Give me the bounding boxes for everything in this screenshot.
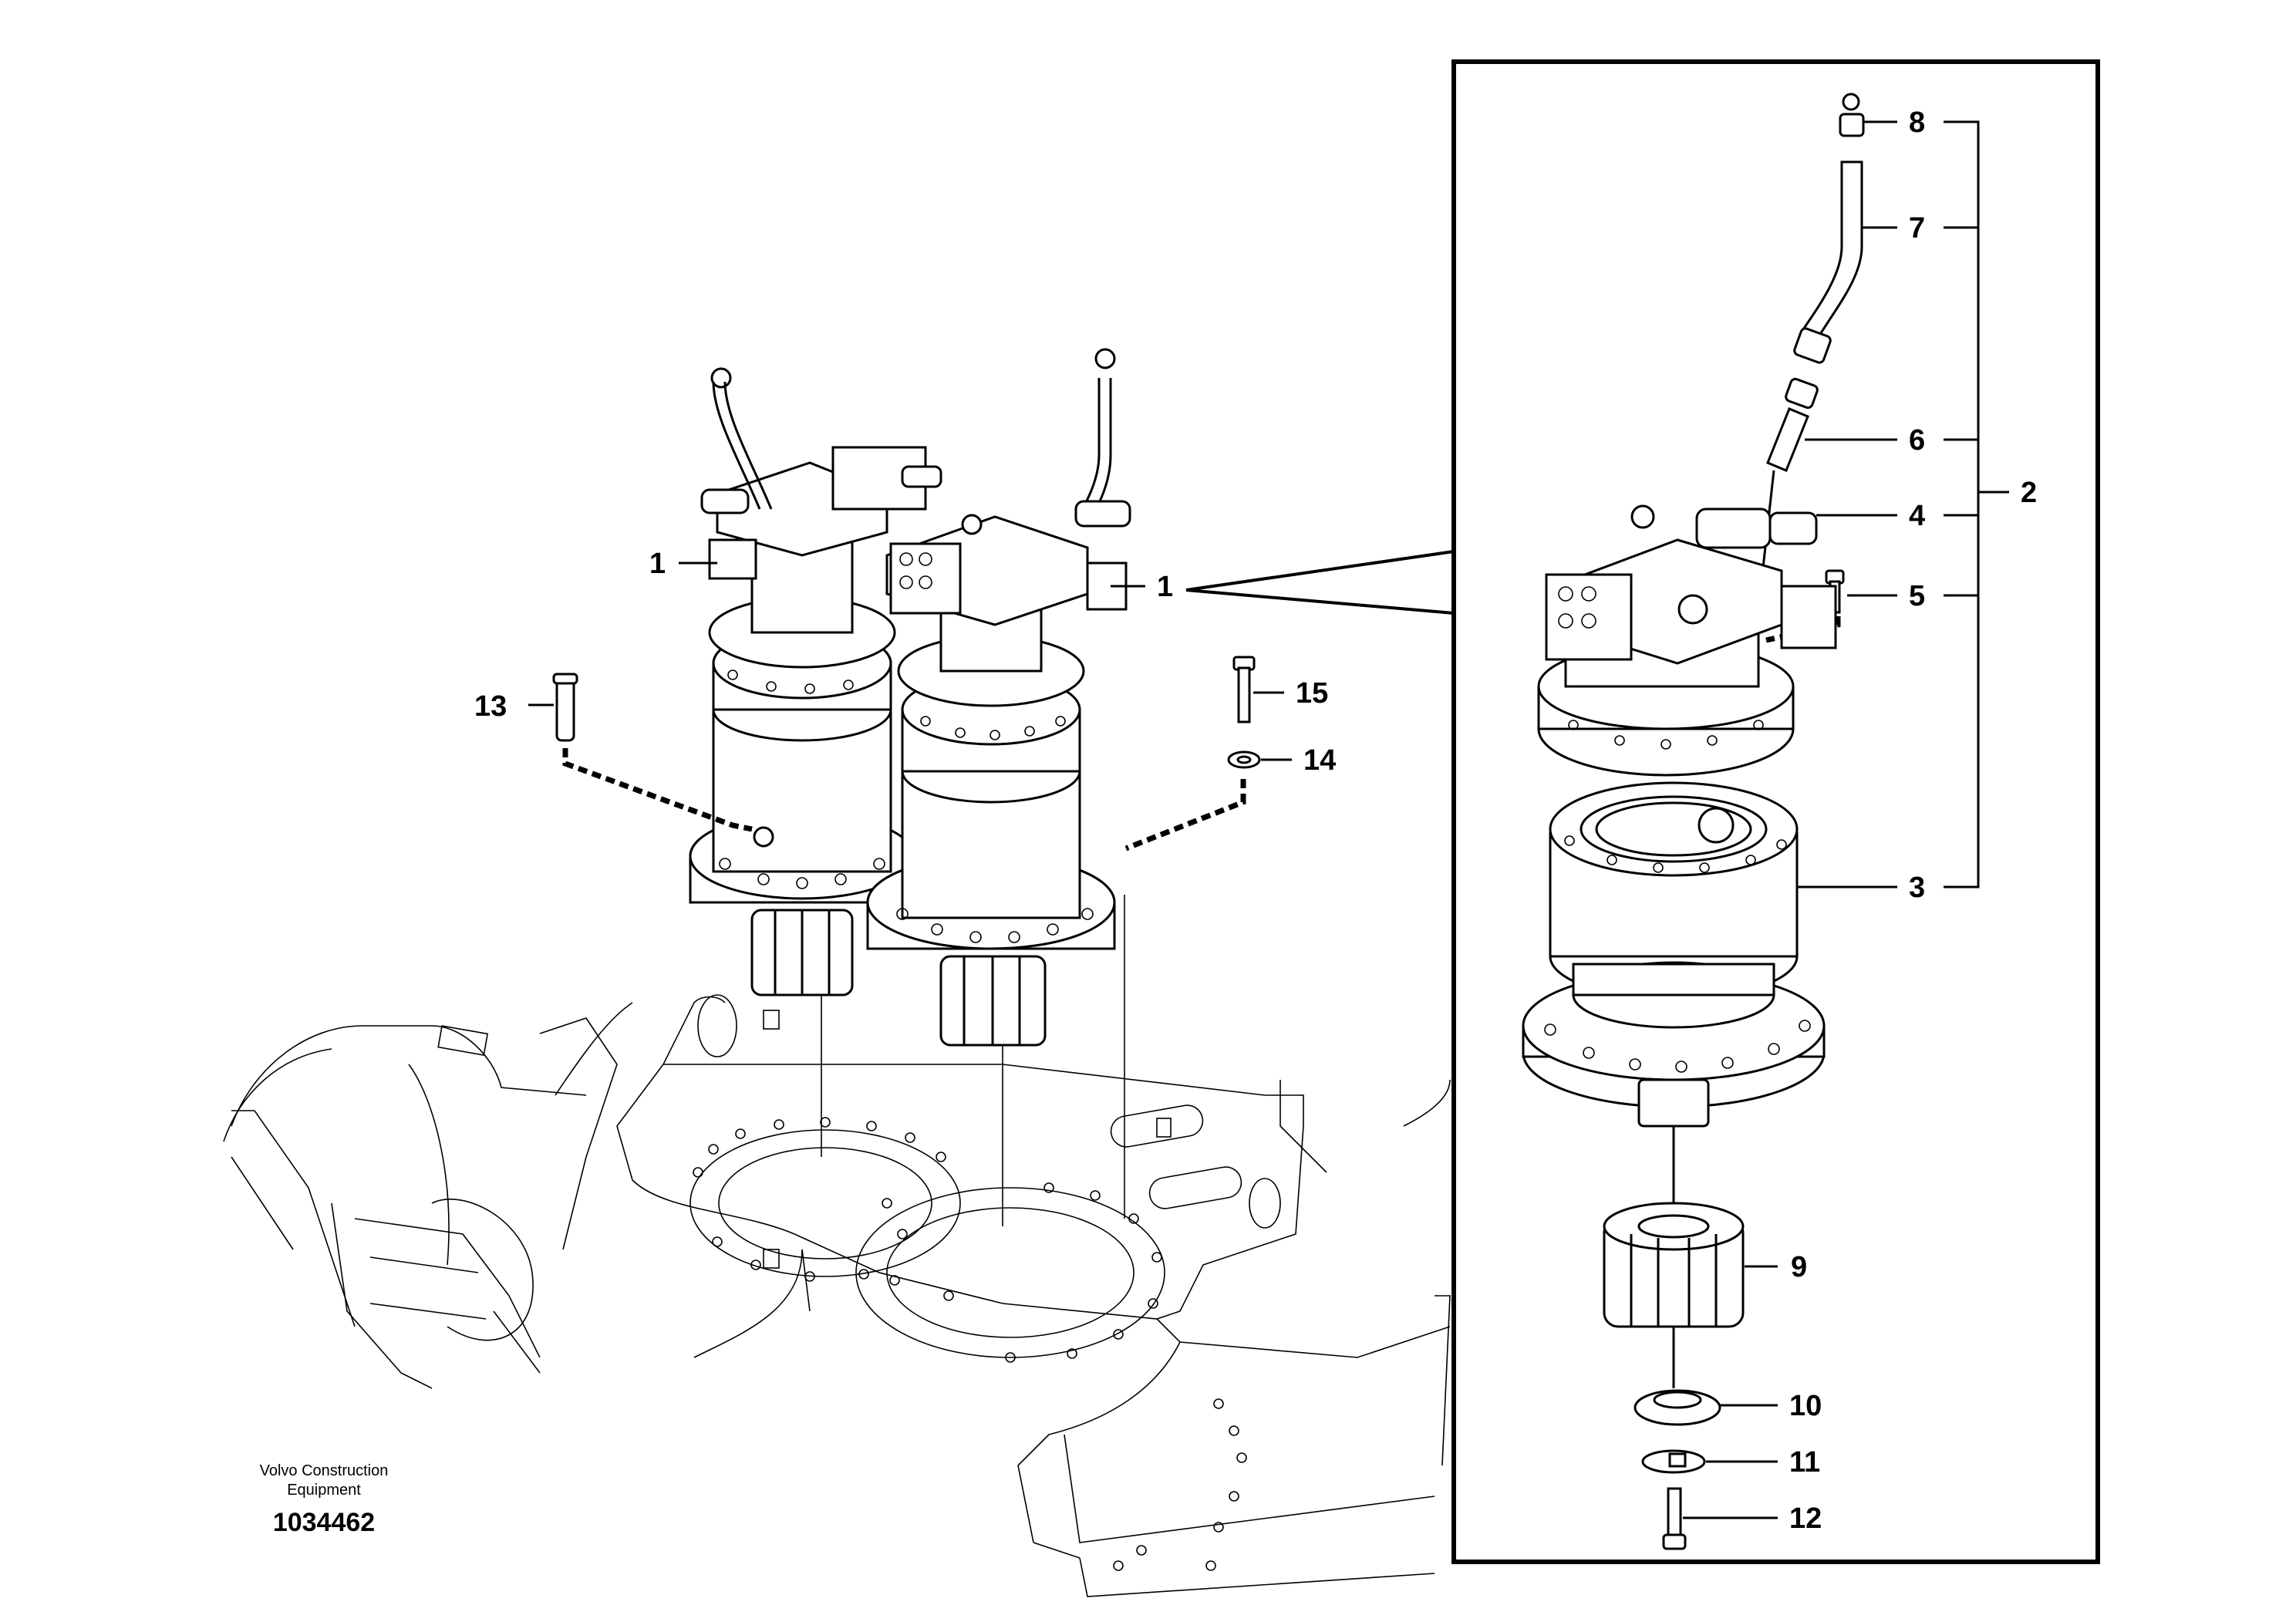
callout-11: 11 [1789, 1446, 1820, 1479]
callout-6: 6 [1909, 424, 1925, 457]
detail-exploded-assembly [1522, 93, 1865, 1550]
swing-motor-assembly-rear [689, 367, 942, 996]
drawing-credit: Volvo Construction Equipment 1034462 [260, 1462, 389, 1537]
dipstick-tube-7 [1793, 160, 1863, 364]
upper-frame-plate [223, 994, 1451, 1597]
pinion-gear-9 [1603, 1202, 1745, 1388]
lock-plate-11 [1641, 1449, 1706, 1474]
callout-9: 9 [1791, 1251, 1807, 1283]
swing-motor-head-4 [1537, 504, 1837, 777]
callout-13: 13 [474, 690, 507, 723]
callout-labels: 1 1 13 15 14 8 7 6 4 5 3 2 9 10 11 12 [474, 106, 2037, 1535]
callout-4: 4 [1909, 500, 1925, 532]
detail-zoom-wedge [1185, 550, 1455, 615]
callout-1b: 1 [1157, 571, 1173, 603]
washer-14 [1227, 750, 1261, 769]
dipstick-cap-8 [1839, 93, 1865, 137]
credit-line-2: Equipment [287, 1482, 361, 1499]
bolt-13 [552, 673, 578, 742]
callout-14: 14 [1303, 744, 1336, 777]
callout-3: 3 [1909, 872, 1925, 904]
frame-bolt-holes [693, 1117, 1247, 1571]
callout-leaders [528, 120, 2009, 1519]
detail-inset-frame [1451, 59, 2100, 1564]
retainer-plate-10 [1633, 1389, 1721, 1426]
alignment-lines [821, 895, 1125, 1226]
bolt-15 [1232, 656, 1256, 723]
bolt-12 [1662, 1487, 1687, 1550]
callout-1a: 1 [649, 548, 666, 580]
callout-12: 12 [1789, 1502, 1822, 1535]
callout-15: 15 [1296, 677, 1328, 710]
callout-7: 7 [1909, 212, 1925, 244]
swing-motor-assembly-front [866, 348, 1131, 1047]
callout-5: 5 [1909, 580, 1925, 612]
callout-8: 8 [1909, 106, 1925, 139]
callout-2: 2 [2021, 477, 2037, 509]
document-number: 1034462 [273, 1508, 375, 1537]
reduction-gear-housing-3 [1522, 781, 1826, 1219]
credit-line-1: Volvo Construction [260, 1462, 389, 1479]
callout-10: 10 [1789, 1390, 1822, 1422]
